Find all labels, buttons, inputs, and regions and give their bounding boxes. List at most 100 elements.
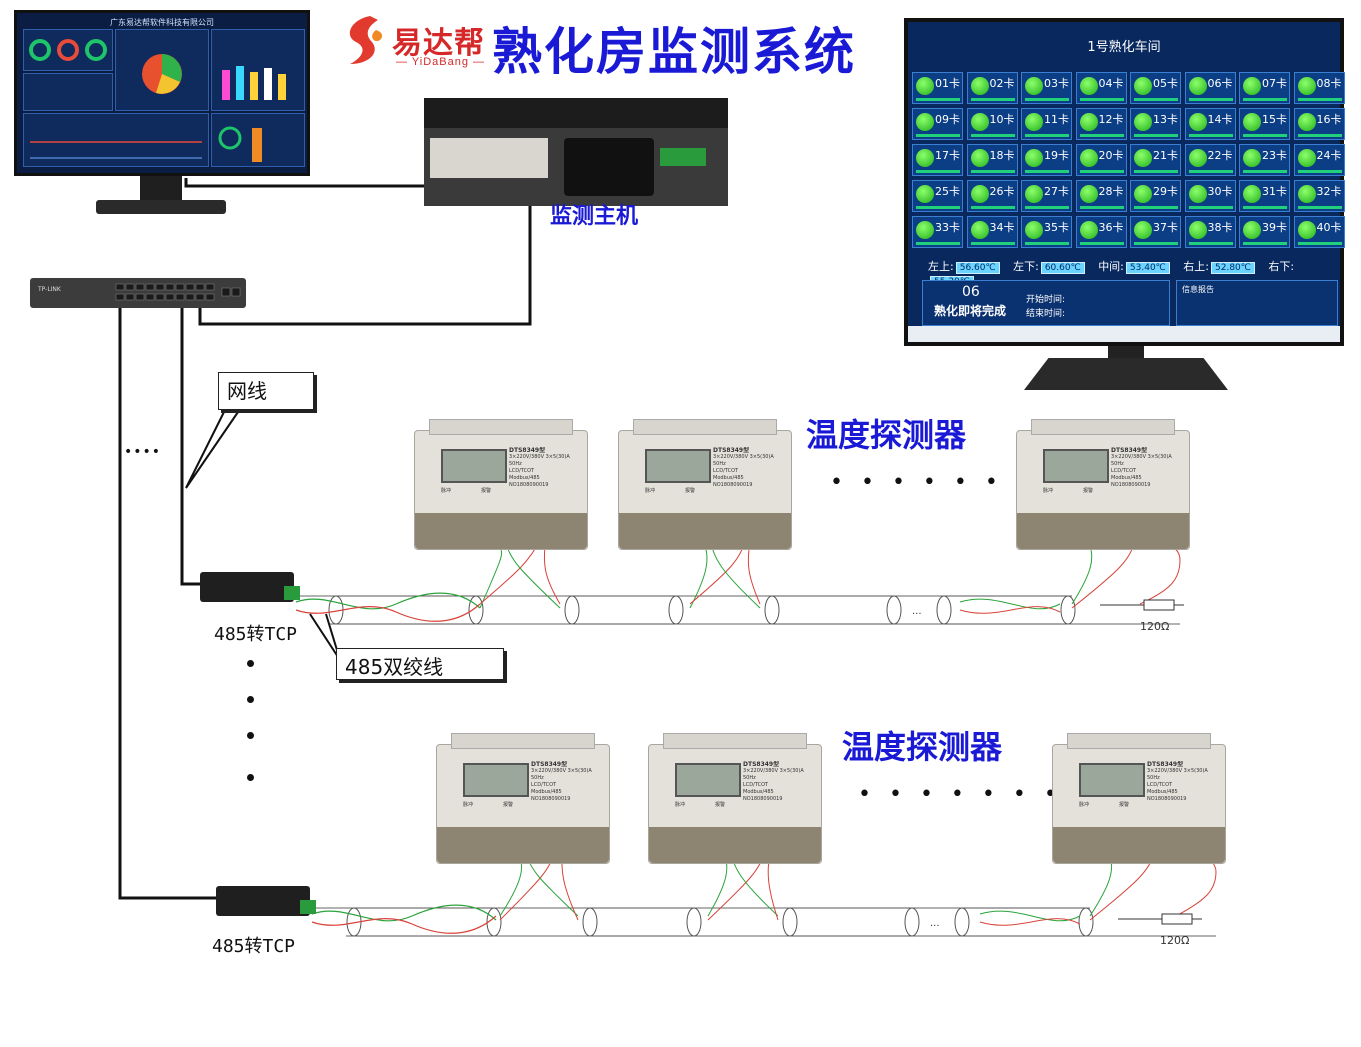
card-progress-bar <box>916 134 960 137</box>
card-progress-bar <box>970 242 1015 245</box>
card-label: 29卡 <box>1153 185 1178 198</box>
detector-spec-3: Modbus/485 <box>743 789 774 795</box>
card-progress-bar <box>1188 242 1233 245</box>
temp-label-left-bottom: 左下: <box>1013 260 1039 273</box>
card-tile: 21卡 <box>1130 144 1181 176</box>
detector-dots-row-1: ••••••• <box>830 470 1047 495</box>
card-label: 08卡 <box>1316 77 1342 90</box>
card-label: 32卡 <box>1316 185 1342 198</box>
status-dot-icon <box>916 77 934 95</box>
detector-top-terminals <box>1031 419 1175 435</box>
card-label: 02卡 <box>989 77 1015 90</box>
detector-lcd <box>441 449 507 483</box>
detector-spec-1: 3×220V/380V 3×5(30)A 50Hz <box>713 454 774 467</box>
brand-name-en: — YiDaBang — <box>396 56 486 68</box>
card-progress-bar <box>970 206 1015 209</box>
card-tile: 30卡 <box>1184 180 1236 212</box>
status-dot-icon <box>1243 149 1261 167</box>
card-tile: 36卡 <box>1075 216 1127 248</box>
detector-bottom-terminals <box>619 513 791 549</box>
status-box <box>922 280 1170 326</box>
card-tile: 18卡 <box>966 144 1018 176</box>
card-progress-bar <box>1025 98 1069 101</box>
status-dot-icon <box>916 185 934 203</box>
host-terminal-block <box>660 148 706 166</box>
status-dot-icon <box>1079 221 1098 239</box>
status-dot-icon <box>1025 113 1043 131</box>
dashboard-monitor-stand <box>140 176 182 202</box>
converter-1-label: 485转TCP <box>214 624 298 645</box>
detector-model: DTS8349型 <box>743 761 780 768</box>
converter-2-label: 485转TCP <box>212 936 296 957</box>
card-label: 28卡 <box>1098 185 1124 198</box>
card-label: 35卡 <box>1044 221 1069 234</box>
card-tile: 17卡 <box>912 144 963 176</box>
status-dot-icon <box>1188 77 1207 95</box>
status-dot-icon <box>916 113 934 131</box>
detector-lcd <box>675 763 741 797</box>
card-tile: 10卡 <box>966 108 1018 140</box>
detector-spec-2: LCD/TCOT <box>743 782 769 788</box>
resistor-label-row-1: 120Ω <box>1140 620 1170 633</box>
detector-button-alarm: 报警 <box>685 488 696 494</box>
card-tile: 16卡 <box>1293 108 1345 140</box>
detector-serial: NO1808090019 <box>531 796 571 801</box>
end-time-label: 结束时间: <box>1026 309 1066 319</box>
host-switch-cable <box>198 140 532 326</box>
card-progress-bar <box>1243 170 1287 173</box>
card-progress-bar <box>1188 206 1233 209</box>
card-tile: 22卡 <box>1184 144 1236 176</box>
card-label: 19卡 <box>1044 149 1069 162</box>
card-progress-bar <box>970 98 1015 101</box>
twisted-pair-callout: 485双绞线 <box>336 648 504 680</box>
detector-model: DTS8349型 <box>1147 761 1184 768</box>
status-dot-icon <box>1243 113 1261 131</box>
brand-name-cn: 易达帮 <box>392 26 485 61</box>
card-tile: 01卡 <box>912 72 963 104</box>
converter-2-body <box>216 886 310 916</box>
card-progress-bar <box>1079 170 1124 173</box>
card-tile: 28卡 <box>1075 180 1127 212</box>
temp-value-left-top: 56.60℃ <box>955 262 1000 274</box>
detector-button-alarm: 报警 <box>1119 802 1130 808</box>
detector-spec-1: 3×220V/380V 3×5(30)A 50Hz <box>531 768 592 781</box>
status-dot-icon <box>1079 77 1098 95</box>
bar-chart-panel-2 <box>211 113 305 167</box>
detector-serial: NO1808090019 <box>743 796 783 801</box>
card-tile: 14卡 <box>1184 108 1236 140</box>
status-dot-icon <box>1025 77 1043 95</box>
card-tile: 25卡 <box>912 180 963 212</box>
card-label: 25卡 <box>935 185 960 198</box>
detector-bottom-terminals <box>1017 513 1189 549</box>
dashboard-monitor: 广东易达帮软件科技有限公司 <box>14 10 310 176</box>
status-dot-icon <box>1297 149 1316 167</box>
host-port <box>430 138 548 178</box>
status-dot-icon <box>1188 113 1207 131</box>
card-label: 36卡 <box>1098 221 1124 234</box>
detector-top-terminals <box>1067 733 1211 749</box>
status-dot-icon <box>916 221 934 239</box>
card-label: 14卡 <box>1207 113 1233 126</box>
card-progress-bar <box>970 134 1015 137</box>
detector-spec-3: Modbus/485 <box>509 475 540 481</box>
card-label: 20卡 <box>1098 149 1124 162</box>
detector-bottom-terminals <box>415 513 587 549</box>
detector-spec-1: 3×220V/380V 3×5(30)A 50Hz <box>1111 454 1172 467</box>
card-progress-bar <box>1297 242 1342 245</box>
card-tile: 24卡 <box>1293 144 1345 176</box>
card-progress-bar <box>1025 206 1069 209</box>
gauge-panel <box>23 29 113 71</box>
switch-converter2-cable <box>118 300 218 900</box>
start-time-label: 开始时间: <box>1026 295 1066 305</box>
detector-button-pulse: 脉冲 <box>441 488 452 494</box>
card-progress-bar <box>916 170 960 173</box>
card-label: 18卡 <box>989 149 1015 162</box>
temp-value-right-top: 52.80℃ <box>1211 262 1255 274</box>
switch-brand-label: TP-LINK <box>38 286 61 293</box>
status-dot-icon <box>1297 113 1316 131</box>
monitoring-host-label: 监测主机 <box>550 204 639 229</box>
status-dot-icon <box>970 185 989 203</box>
